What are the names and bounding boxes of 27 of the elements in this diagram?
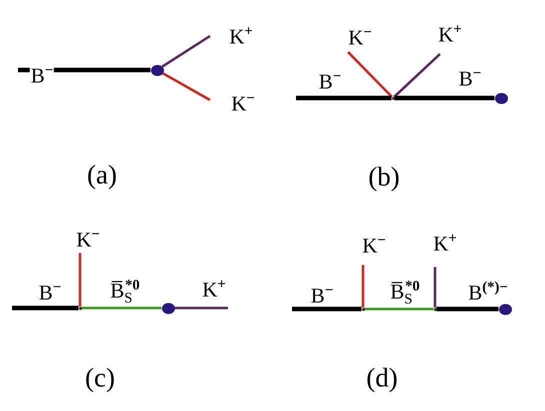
particle-line [394,96,494,100]
particle-line [78,253,82,306]
particle-line [347,51,393,98]
particle-line [434,267,436,308]
junction-point [78,306,82,310]
particle-line [296,96,392,100]
particle-line [12,306,78,310]
panel-caption: (a) [87,162,117,188]
vertex-dot [494,92,508,104]
particle-line [393,53,441,98]
panel-caption: (d) [366,364,398,392]
particle-line [292,306,362,312]
junction-point [434,308,436,310]
particle-line [162,34,211,68]
particle-line [362,265,364,308]
particle-line [436,306,498,312]
panel-caption: (c) [85,364,115,392]
particle-line [364,308,434,310]
junction-point [392,96,394,100]
particle-line [82,306,162,310]
panel-caption: (b) [368,164,400,190]
particle-line [162,72,211,102]
particle-line [174,306,228,310]
junction-point [362,308,364,310]
vertex-dot [150,64,164,76]
vertex-dot [498,304,512,314]
vertex-dot [162,302,174,314]
